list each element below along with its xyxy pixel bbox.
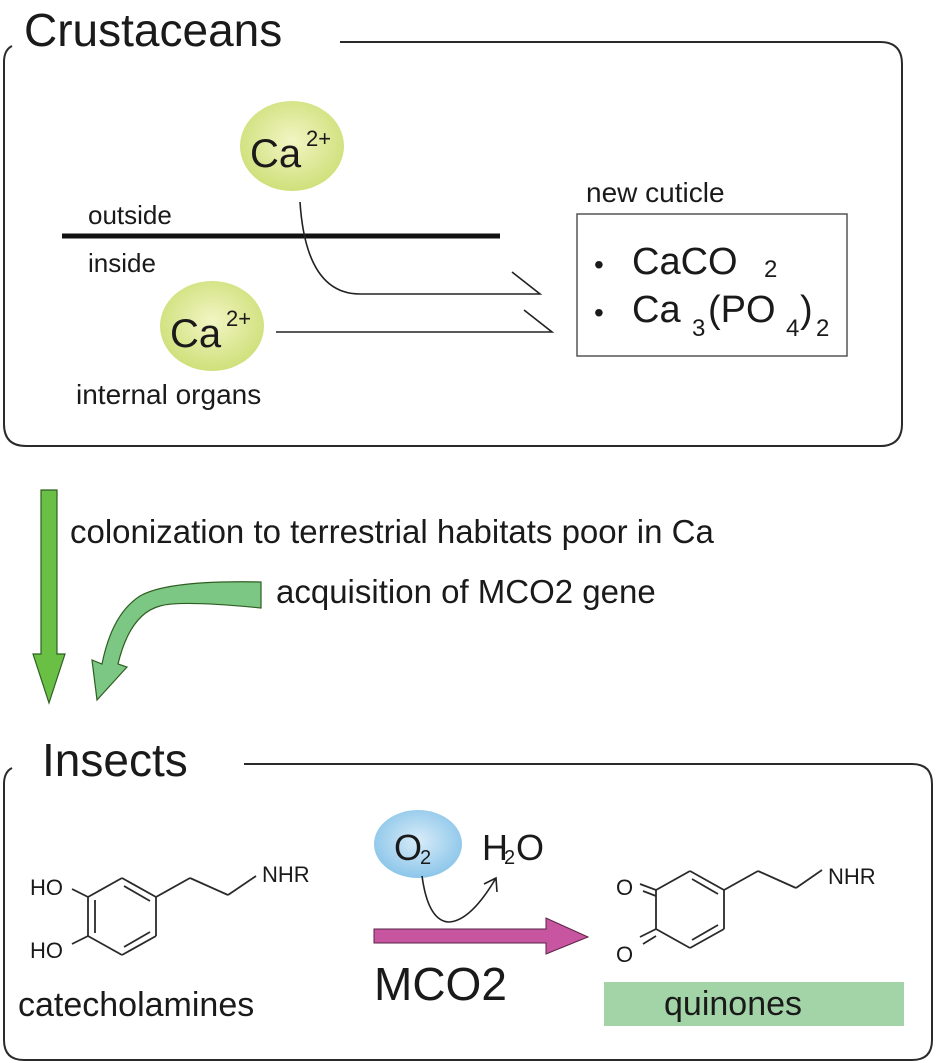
svg-text:Ca: Ca: [250, 132, 302, 176]
substrate-nhr-label: NHR: [262, 862, 310, 887]
crustaceans-panel: Crustaceans outside inside Ca 2+ Ca 2+ i…: [3, 4, 903, 447]
new-cuticle-label: new cuticle: [586, 177, 725, 208]
quinones-label-background: [604, 982, 904, 1026]
svg-text:4: 4: [786, 315, 799, 342]
insects-panel: Insects HO HO NHR catecholamines O 2: [3, 734, 933, 1061]
svg-text:H: H: [482, 827, 508, 868]
svg-text:Ca: Ca: [632, 289, 681, 331]
quinone-structure: [639, 869, 823, 949]
crustaceans-title: Crustaceans: [24, 4, 282, 56]
carbonyl-top-label: O: [616, 875, 633, 900]
hydroxyl-top-label: HO: [30, 875, 63, 900]
internal-organs-label: internal organs: [76, 379, 261, 410]
cuticle-item-caco2: • CaCO 2: [594, 241, 777, 283]
transport-arrow-from-inside: [276, 309, 555, 333]
quinones-label: quinones: [664, 985, 802, 1023]
svg-text:(PO: (PO: [708, 289, 776, 331]
mco2-reaction-arrow: [373, 917, 590, 955]
new-cuticle-box: [576, 213, 848, 357]
calcium-ion-inside: Ca 2+: [160, 281, 264, 371]
transport-arrow-from-outside: [299, 201, 543, 295]
svg-text:2: 2: [764, 256, 777, 283]
svg-text:•: •: [594, 249, 604, 280]
carbonyl-bottom-label: O: [616, 942, 633, 967]
catecholamines-label: catecholamines: [18, 986, 254, 1024]
svg-text:•: •: [594, 297, 604, 328]
crustaceans-frame: [3, 41, 903, 447]
svg-text:2+: 2+: [226, 306, 251, 331]
svg-text:2+: 2+: [306, 126, 331, 151]
hydroxyl-bottom-label: HO: [30, 938, 63, 963]
svg-text:2: 2: [504, 847, 515, 869]
acquisition-text: acquisition of MCO2 gene: [276, 573, 656, 610]
gene-acquisition-arrow-curved: [91, 581, 262, 702]
svg-text:Ca: Ca: [170, 312, 222, 356]
oxygen-to-water-arrow: [421, 875, 498, 923]
transition-section: colonization to terrestrial habitats poo…: [32, 489, 714, 705]
inside-label: inside: [88, 248, 156, 278]
mco2-enzyme-label: MCO2: [374, 958, 507, 1010]
outside-label: outside: [88, 200, 172, 230]
evolution-arrow-straight: [32, 489, 66, 705]
svg-text:2: 2: [420, 847, 431, 869]
catecholamine-structure: [71, 875, 257, 956]
oxygen-molecule: O 2: [374, 810, 462, 878]
insects-frame: [3, 763, 933, 1061]
calcium-ion-outside: Ca 2+: [240, 101, 344, 191]
svg-text:CaCO: CaCO: [632, 241, 738, 283]
svg-text:): ): [800, 289, 813, 331]
water-molecule: H 2 O: [482, 827, 544, 869]
insects-title: Insects: [42, 734, 188, 786]
svg-text:2: 2: [816, 315, 829, 342]
svg-text:3: 3: [692, 315, 705, 342]
svg-text:O: O: [516, 827, 544, 868]
cuticle-item-calcium-phosphate: • Ca 3 (PO 4 ) 2: [594, 289, 829, 342]
colonization-text: colonization to terrestrial habitats poo…: [70, 513, 714, 550]
product-nhr-label: NHR: [828, 864, 876, 889]
svg-text:O: O: [394, 827, 422, 868]
